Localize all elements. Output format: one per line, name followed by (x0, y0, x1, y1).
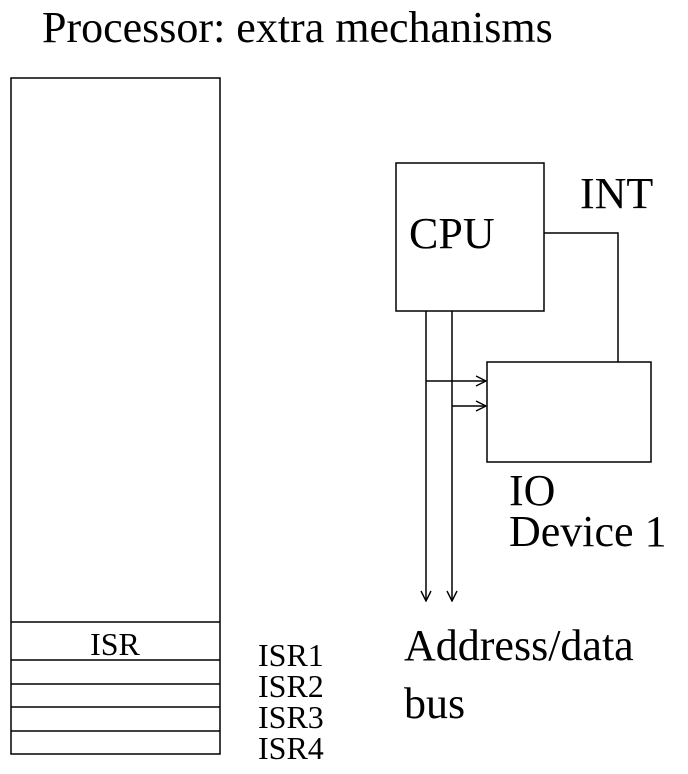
io-device-box (486, 361, 652, 463)
cpu-box (395, 162, 545, 312)
int-label: INT (580, 169, 653, 218)
bus-label-line2: bus (404, 679, 465, 728)
isr-entry-label: ISR2 (258, 668, 324, 704)
isr-entry-label: ISR4 (258, 730, 324, 766)
page-title: Processor: extra mechanisms (42, 3, 553, 52)
cpu-label: CPU (409, 209, 495, 258)
memory-outline (10, 77, 221, 755)
isr-entry-list: ISR1 ISR2 ISR3 ISR4 (258, 637, 324, 766)
isr-entry-label: ISR1 (258, 637, 324, 673)
memory-block: ISR (10, 77, 221, 755)
io-device-label-line1: IO (509, 466, 555, 515)
isr-label: ISR (90, 626, 140, 662)
io-device-label-line2: Device 1 (509, 507, 667, 556)
int-line (544, 232, 619, 362)
bus-label-line1: Address/data (404, 621, 634, 670)
isr-entry-label: ISR3 (258, 699, 324, 735)
